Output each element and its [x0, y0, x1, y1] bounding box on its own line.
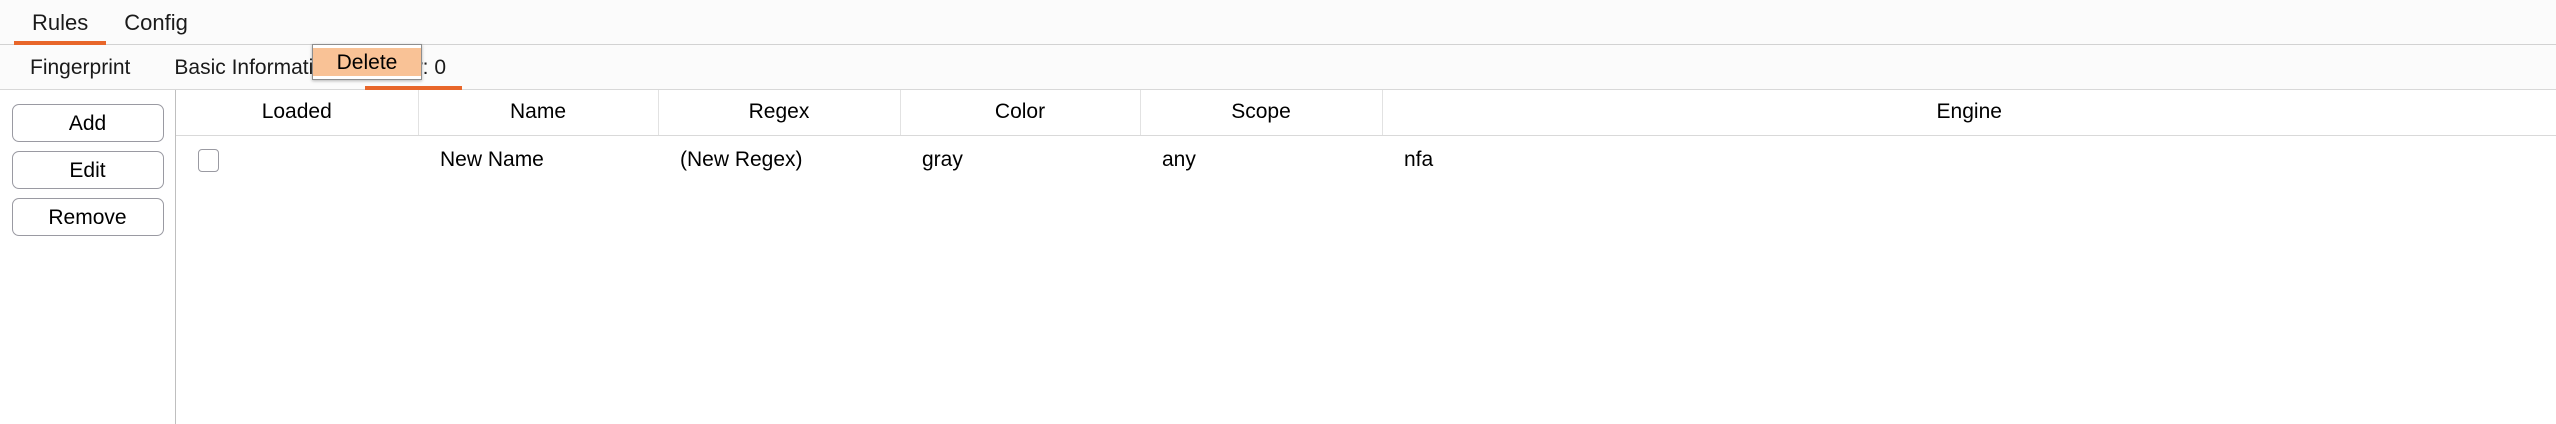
cell-regex: (New Regex)	[658, 135, 900, 185]
tab-config-label: Config	[124, 9, 188, 35]
header-row: Loaded Name Regex Color Scope Engine	[176, 90, 2556, 136]
tab-basic-information[interactable]: Basic Information	[152, 45, 358, 90]
action-button-column: Add Edit Remove	[0, 90, 175, 424]
add-button[interactable]: Add	[11, 104, 164, 142]
secondary-tab-bar: Fingerprint Basic Information New: 0	[0, 45, 2556, 90]
rules-table-container: Loaded Name Regex Color Scope Engine New…	[175, 90, 2556, 424]
cell-scope: any	[1140, 135, 1382, 185]
loaded-checkbox[interactable]	[198, 149, 219, 173]
column-header-scope[interactable]: Scope	[1140, 90, 1383, 136]
rules-table-body: New Name (New Regex) gray any nfa	[176, 135, 2556, 185]
edit-button-label: Edit	[69, 158, 106, 182]
cell-loaded	[176, 135, 418, 185]
column-header-name[interactable]: Name	[418, 90, 659, 136]
remove-button-label: Remove	[48, 205, 127, 229]
content-area: Add Edit Remove	[0, 90, 2556, 424]
column-header-color[interactable]: Color	[900, 90, 1141, 136]
column-header-loaded[interactable]: Loaded	[176, 90, 419, 136]
rules-table-header: Loaded Name Regex Color Scope Engine	[176, 90, 2556, 136]
add-button-label: Add	[68, 111, 107, 135]
tab-rules[interactable]: Rules	[14, 0, 107, 45]
remove-button[interactable]: Remove	[11, 198, 164, 236]
tab-fingerprint-label: Fingerprint	[30, 56, 131, 79]
tab-rules-label: Rules	[32, 9, 89, 35]
cell-name: New Name	[418, 135, 658, 185]
tab-config[interactable]: Config	[106, 0, 206, 45]
table-empty-area	[176, 185, 2556, 424]
tab-basic-information-label: Basic Information	[174, 56, 337, 79]
context-menu-item-delete[interactable]: Delete	[313, 48, 421, 76]
cell-color: gray	[900, 135, 1140, 185]
context-menu-item-delete-label: Delete	[336, 50, 398, 74]
table-row[interactable]: New Name (New Regex) gray any nfa	[176, 135, 2556, 185]
context-menu: Delete	[312, 44, 422, 80]
rules-table: Loaded Name Regex Color Scope Engine New…	[176, 90, 2556, 185]
column-header-engine[interactable]: Engine	[1382, 90, 2556, 136]
tab-fingerprint[interactable]: Fingerprint	[8, 45, 152, 90]
primary-tab-bar: Rules Config	[0, 0, 2556, 45]
edit-button[interactable]: Edit	[11, 151, 164, 189]
column-header-regex[interactable]: Regex	[658, 90, 901, 136]
cell-engine: nfa	[1382, 135, 2556, 185]
